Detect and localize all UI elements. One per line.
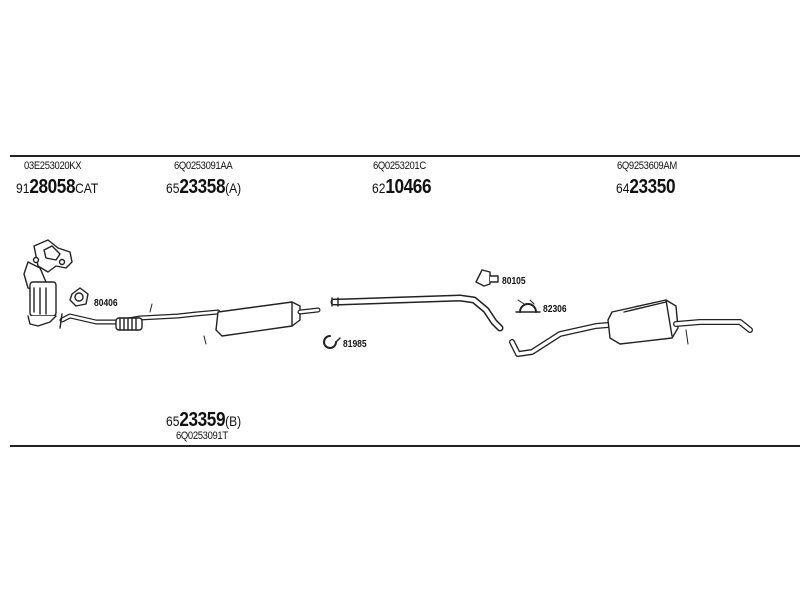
small-part-clamp-ring: 81985	[343, 339, 367, 350]
part-number-front-pipe-b: 6523359(B)	[166, 409, 242, 431]
oem-number-catalyst: 03E253020KX	[24, 160, 82, 172]
gasket-icon	[69, 287, 89, 307]
oem-number-middle-pipe: 6Q0253201C	[373, 160, 426, 172]
exhaust-clamp-icon	[515, 299, 541, 313]
rubber-hanger-icon	[475, 269, 499, 287]
small-part-gasket: 80406	[94, 298, 118, 309]
oem-number-front-pipe-b: 6Q0253091T	[176, 430, 228, 442]
oem-number-rear-muffler: 6Q9253609AM	[617, 160, 677, 172]
part-number-middle-pipe: 6210466	[372, 176, 432, 198]
clamp-ring-icon	[323, 335, 341, 349]
part-number-catalyst: 9128058CAT	[16, 176, 99, 198]
small-part-clamp: 82306	[543, 304, 567, 315]
small-part-hanger: 80105	[502, 276, 526, 287]
oem-number-front-pipe-a: 6Q0253091AA	[174, 160, 233, 172]
middle-pipe-icon	[330, 294, 504, 332]
front-pipe-icon	[59, 303, 221, 331]
rear-muffler-icon	[509, 299, 753, 357]
part-number-rear-muffler: 6423350	[616, 176, 676, 198]
part-number-front-pipe-a: 6523358(A)	[166, 176, 242, 198]
front-muffler-icon	[203, 301, 321, 345]
bottom-divider	[10, 445, 800, 447]
catalytic-converter-icon	[23, 239, 73, 327]
top-divider	[10, 155, 800, 157]
